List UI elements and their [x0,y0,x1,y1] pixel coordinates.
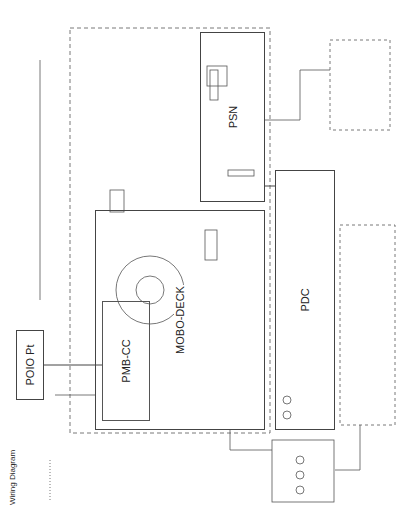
jack [296,456,304,464]
panel-outline [330,40,390,130]
jack-board [272,440,334,502]
jack [296,486,304,494]
jack [283,411,291,419]
connector [110,190,124,212]
component-box: PDC [275,170,335,430]
component-box: PSN [200,32,265,202]
wire [55,395,95,396]
component-label: POIO Pt [24,344,36,387]
pin-row [50,460,51,500]
component-box: MOBO-DECK PMB-CC [95,210,265,430]
component-label: PSN [227,105,239,130]
cable-connector [265,186,275,187]
cable-connector [44,365,102,366]
connector [210,70,218,100]
jack [296,471,304,479]
enclosure-outline [70,28,270,433]
jack [283,396,291,404]
connector [205,230,217,260]
component-label: MOBO-DECK [174,285,186,355]
wire [335,425,360,470]
panel-outline [340,225,395,425]
wire [265,70,330,120]
connector [228,170,254,176]
component-label: PDC [299,287,311,312]
note-label: Wiring Diagram [8,450,17,505]
component-box: PMB-CC [102,301,150,421]
connector [207,66,227,86]
drum-symbol [136,276,164,304]
component-label: PMB-CC [120,338,132,383]
wire [40,60,41,300]
wire [230,430,272,450]
component-box: POIO Pt [16,330,44,400]
